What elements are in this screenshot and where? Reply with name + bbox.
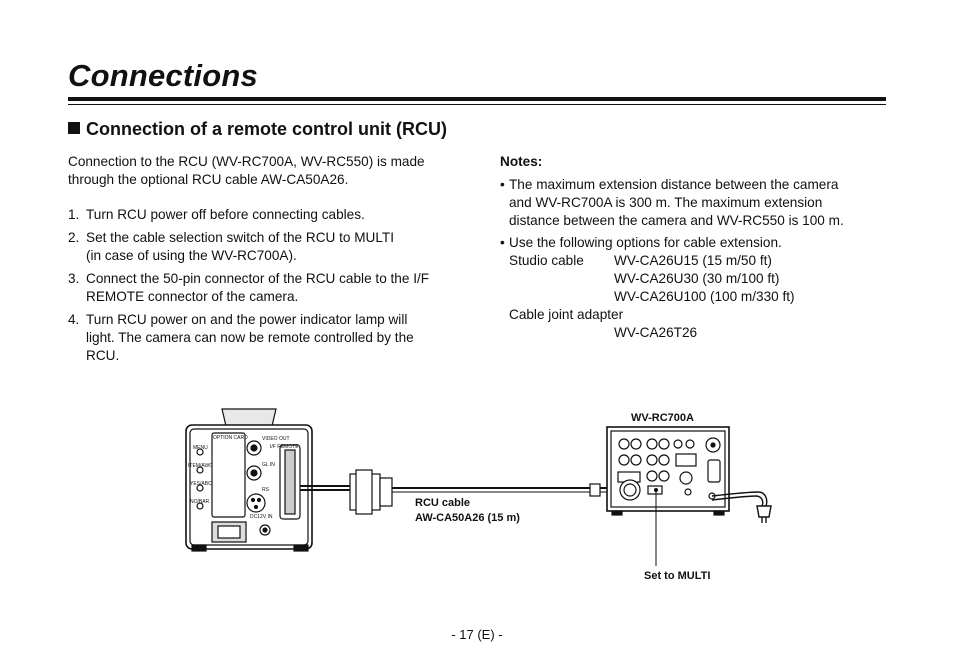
panel-label-dc12v: DC12V IN [250,514,273,520]
intro-line: through the optional RCU cable AW-CA50A2… [68,172,349,187]
option-value: WV-CA26U15 (15 m/50 ft) [614,253,772,268]
title-rule-thick [68,97,886,101]
intro-line: Connection to the RCU (WV-RC700A, WV-RC5… [68,154,425,169]
power-cord [711,491,772,523]
page-number: - 17 (E) - [451,627,503,642]
option-value: WV-CA26U30 (30 m/100 ft) [614,271,780,286]
step-item: 1. Turn RCU power off before connecting … [68,206,463,224]
panel-label-video-out: VIDEO OUT [262,436,290,442]
panel-label-gl-in: GL IN [262,462,275,468]
bullet-icon: • [500,235,505,250]
page-title: Connections [68,58,258,93]
note-line: Use the following options for cable exte… [509,235,782,250]
step-item: 4. Turn RCU power on and the power indic… [68,311,463,365]
note-line: The maximum extension distance between t… [509,177,839,192]
step-line: Turn RCU power on and the power indicato… [86,312,408,327]
joint-adapter-label: Cable joint adapter [509,307,624,322]
note-line: distance between the camera and WV-RC550… [509,213,844,228]
panel-label-no: NO/BAR [190,499,210,505]
step-line: Turn RCU power off before connecting cab… [86,207,365,222]
option-value: WV-CA26U100 (100 m/330 ft) [614,289,795,304]
camera-rear-panel [185,408,313,552]
cable-label-line2: AW-CA50A26 (15 m) [415,512,520,524]
step-line: Connect the 50-pin connector of the RCU … [86,271,430,286]
camera-lens-mount [221,408,277,427]
set-to-multi-label: Set to MULTI [644,570,711,582]
option-value: WV-CA26T26 [614,325,698,340]
step-number: 2. [68,230,80,245]
step-number: 4. [68,312,80,327]
panel-label-menu: MENU [193,445,208,451]
instructions-column: Connection to the RCU (WV-RC700A, WV-RC5… [68,153,463,370]
step-line: Set the cable selection switch of the RC… [86,230,395,245]
studio-cable-row: Studio cable WV-CA26U15 (15 m/50 ft) [509,252,890,270]
steps-list: 1. Turn RCU power off before connecting … [68,206,463,365]
title-rule-thin [68,104,886,105]
step-item: 3. Connect the 50-pin connector of the R… [68,270,463,306]
notes-heading: Notes: [500,154,543,169]
square-bullet-icon [68,122,80,134]
rcu-unit [606,426,730,516]
note-line: and WV-RC700A is 300 m. The maximum exte… [509,195,823,210]
section-heading-text: Connection of a remote control unit (RCU… [86,119,447,139]
step-number: 3. [68,271,80,286]
step-line: (in case of using the WV-RC700A). [86,248,297,263]
notes-list: • The maximum extension distance between… [500,176,890,342]
panel-label-yes: YES/ABC [190,481,212,487]
studio-cable-row: WV-CA26U30 (30 m/100 ft) [509,270,890,288]
note-item: • Use the following options for cable ex… [500,234,890,342]
step-number: 1. [68,207,80,222]
panel-label-rs: RS [262,487,270,493]
section-heading: Connection of a remote control unit (RCU… [68,119,447,140]
joint-adapter-row: WV-CA26T26 [509,324,890,342]
step-line: REMOTE connector of the camera. [86,289,299,304]
rcu-model-label: WV-RC700A [631,412,694,424]
studio-cable-label: Studio cable [509,253,584,268]
bullet-icon: • [500,177,505,192]
studio-cable-row: WV-CA26U100 (100 m/330 ft) [509,288,890,306]
intro-paragraph: Connection to the RCU (WV-RC700A, WV-RC5… [68,153,463,189]
note-item: • The maximum extension distance between… [500,176,890,230]
panel-label-option-card: OPTION CARD [213,435,248,441]
cable-label-line1: RCU cable [415,497,471,509]
panel-label-item: ITEM/AWC [188,463,213,469]
notes-column: Notes: • The maximum extension distance … [500,153,890,346]
step-item: 2. Set the cable selection switch of the… [68,229,463,265]
step-line: light. The camera can now be remote cont… [86,330,414,345]
panel-label-if-remote: I/F REMOTE [270,444,299,450]
step-line: RCU. [86,348,120,363]
